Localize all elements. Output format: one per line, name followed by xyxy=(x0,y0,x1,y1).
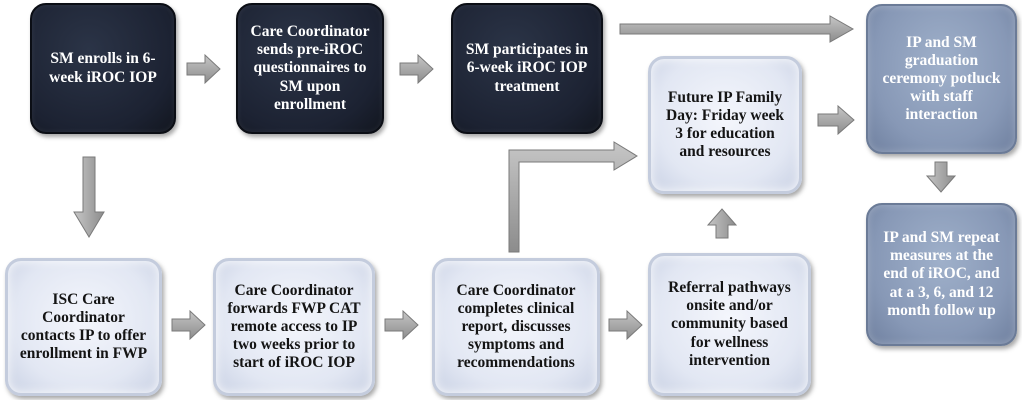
box-graduation: IP and SM graduation ceremony potluck wi… xyxy=(866,4,1017,154)
arrow-enroll-to-questionnaires xyxy=(186,53,221,85)
arrow-family-day-to-graduation xyxy=(817,104,855,136)
arrow-clinical-to-family-day-path xyxy=(508,141,638,253)
box-repeat-measures-label: IP and SM repeat measures at the end of … xyxy=(883,229,1000,319)
box-isc-contact: ISC Care Coordinator contacts IP to offe… xyxy=(5,258,162,396)
box-treatment-label: SM participates in 6-week iROC IOP treat… xyxy=(465,41,589,95)
arrow-clinical-to-referral xyxy=(608,309,643,341)
box-repeat-measures: IP and SM repeat measures at the end of … xyxy=(866,203,1017,346)
box-clinical-report: Care Coordinator completes clinical repo… xyxy=(432,258,600,396)
box-clinical-report-label: Care Coordinator completes clinical repo… xyxy=(456,281,576,372)
box-isc-contact-label: ISC Care Coordinator contacts IP to offe… xyxy=(19,290,148,363)
arrow-referral-to-family-day xyxy=(706,208,738,239)
box-graduation-label: IP and SM graduation ceremony potluck wi… xyxy=(882,33,1001,124)
box-forwards-cat: Care Coordinator forwards FWP CAT remote… xyxy=(213,258,375,396)
box-referral: Referral pathways onsite and/or communit… xyxy=(648,253,811,396)
box-referral-label: Referral pathways onsite and/or communit… xyxy=(668,279,791,369)
box-enroll-label: SM enrolls in 6-week iROC IOP xyxy=(49,50,157,86)
box-questionnaires-label: Care Coordinator sends pre-iROC question… xyxy=(250,23,370,113)
box-family-day: Future IP Family Day: Friday week 3 for … xyxy=(648,56,802,194)
box-enroll: SM enrolls in 6-week iROC IOP xyxy=(30,3,176,134)
arrow-enroll-to-isc-contact xyxy=(73,156,105,238)
arrow-treatment-to-graduation xyxy=(619,15,855,43)
arrow-graduation-to-repeat xyxy=(925,161,957,193)
box-treatment: SM participates in 6-week iROC IOP treat… xyxy=(451,3,603,134)
box-questionnaires: Care Coordinator sends pre-iROC question… xyxy=(236,3,384,134)
box-forwards-cat-label: Care Coordinator forwards FWP CAT remote… xyxy=(227,281,361,372)
box-family-day-label: Future IP Family Day: Friday week 3 for … xyxy=(666,88,784,161)
arrow-isc-to-forwards xyxy=(171,309,206,341)
arrow-forwards-to-clinical xyxy=(384,309,419,341)
arrow-questionnaires-to-treatment xyxy=(399,53,434,85)
